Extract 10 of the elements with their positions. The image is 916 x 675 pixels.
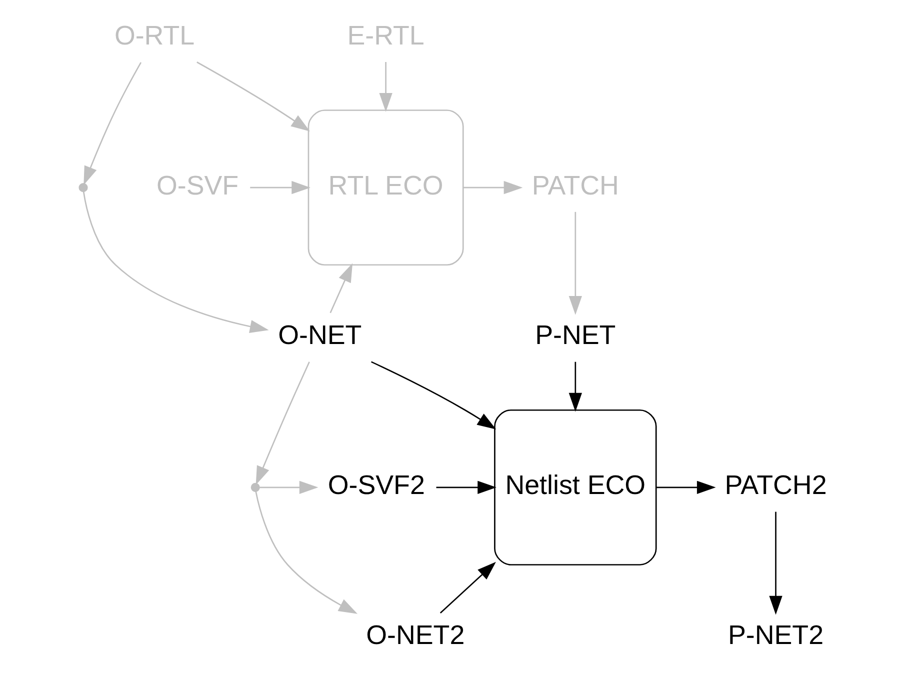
node-text: P-NET2 xyxy=(727,620,824,650)
node-text: O-NET xyxy=(278,320,362,350)
node-text: P-NET xyxy=(534,320,616,350)
node-text: O-RTL xyxy=(114,20,194,50)
node-text: E-RTL xyxy=(346,20,424,50)
node-text: PATCH xyxy=(531,170,618,200)
node-text: O-NET2 xyxy=(366,620,464,650)
node-text: O-SVF2 xyxy=(327,470,424,500)
node-text: O-SVF xyxy=(156,170,238,200)
node-text: PATCH2 xyxy=(724,470,826,500)
